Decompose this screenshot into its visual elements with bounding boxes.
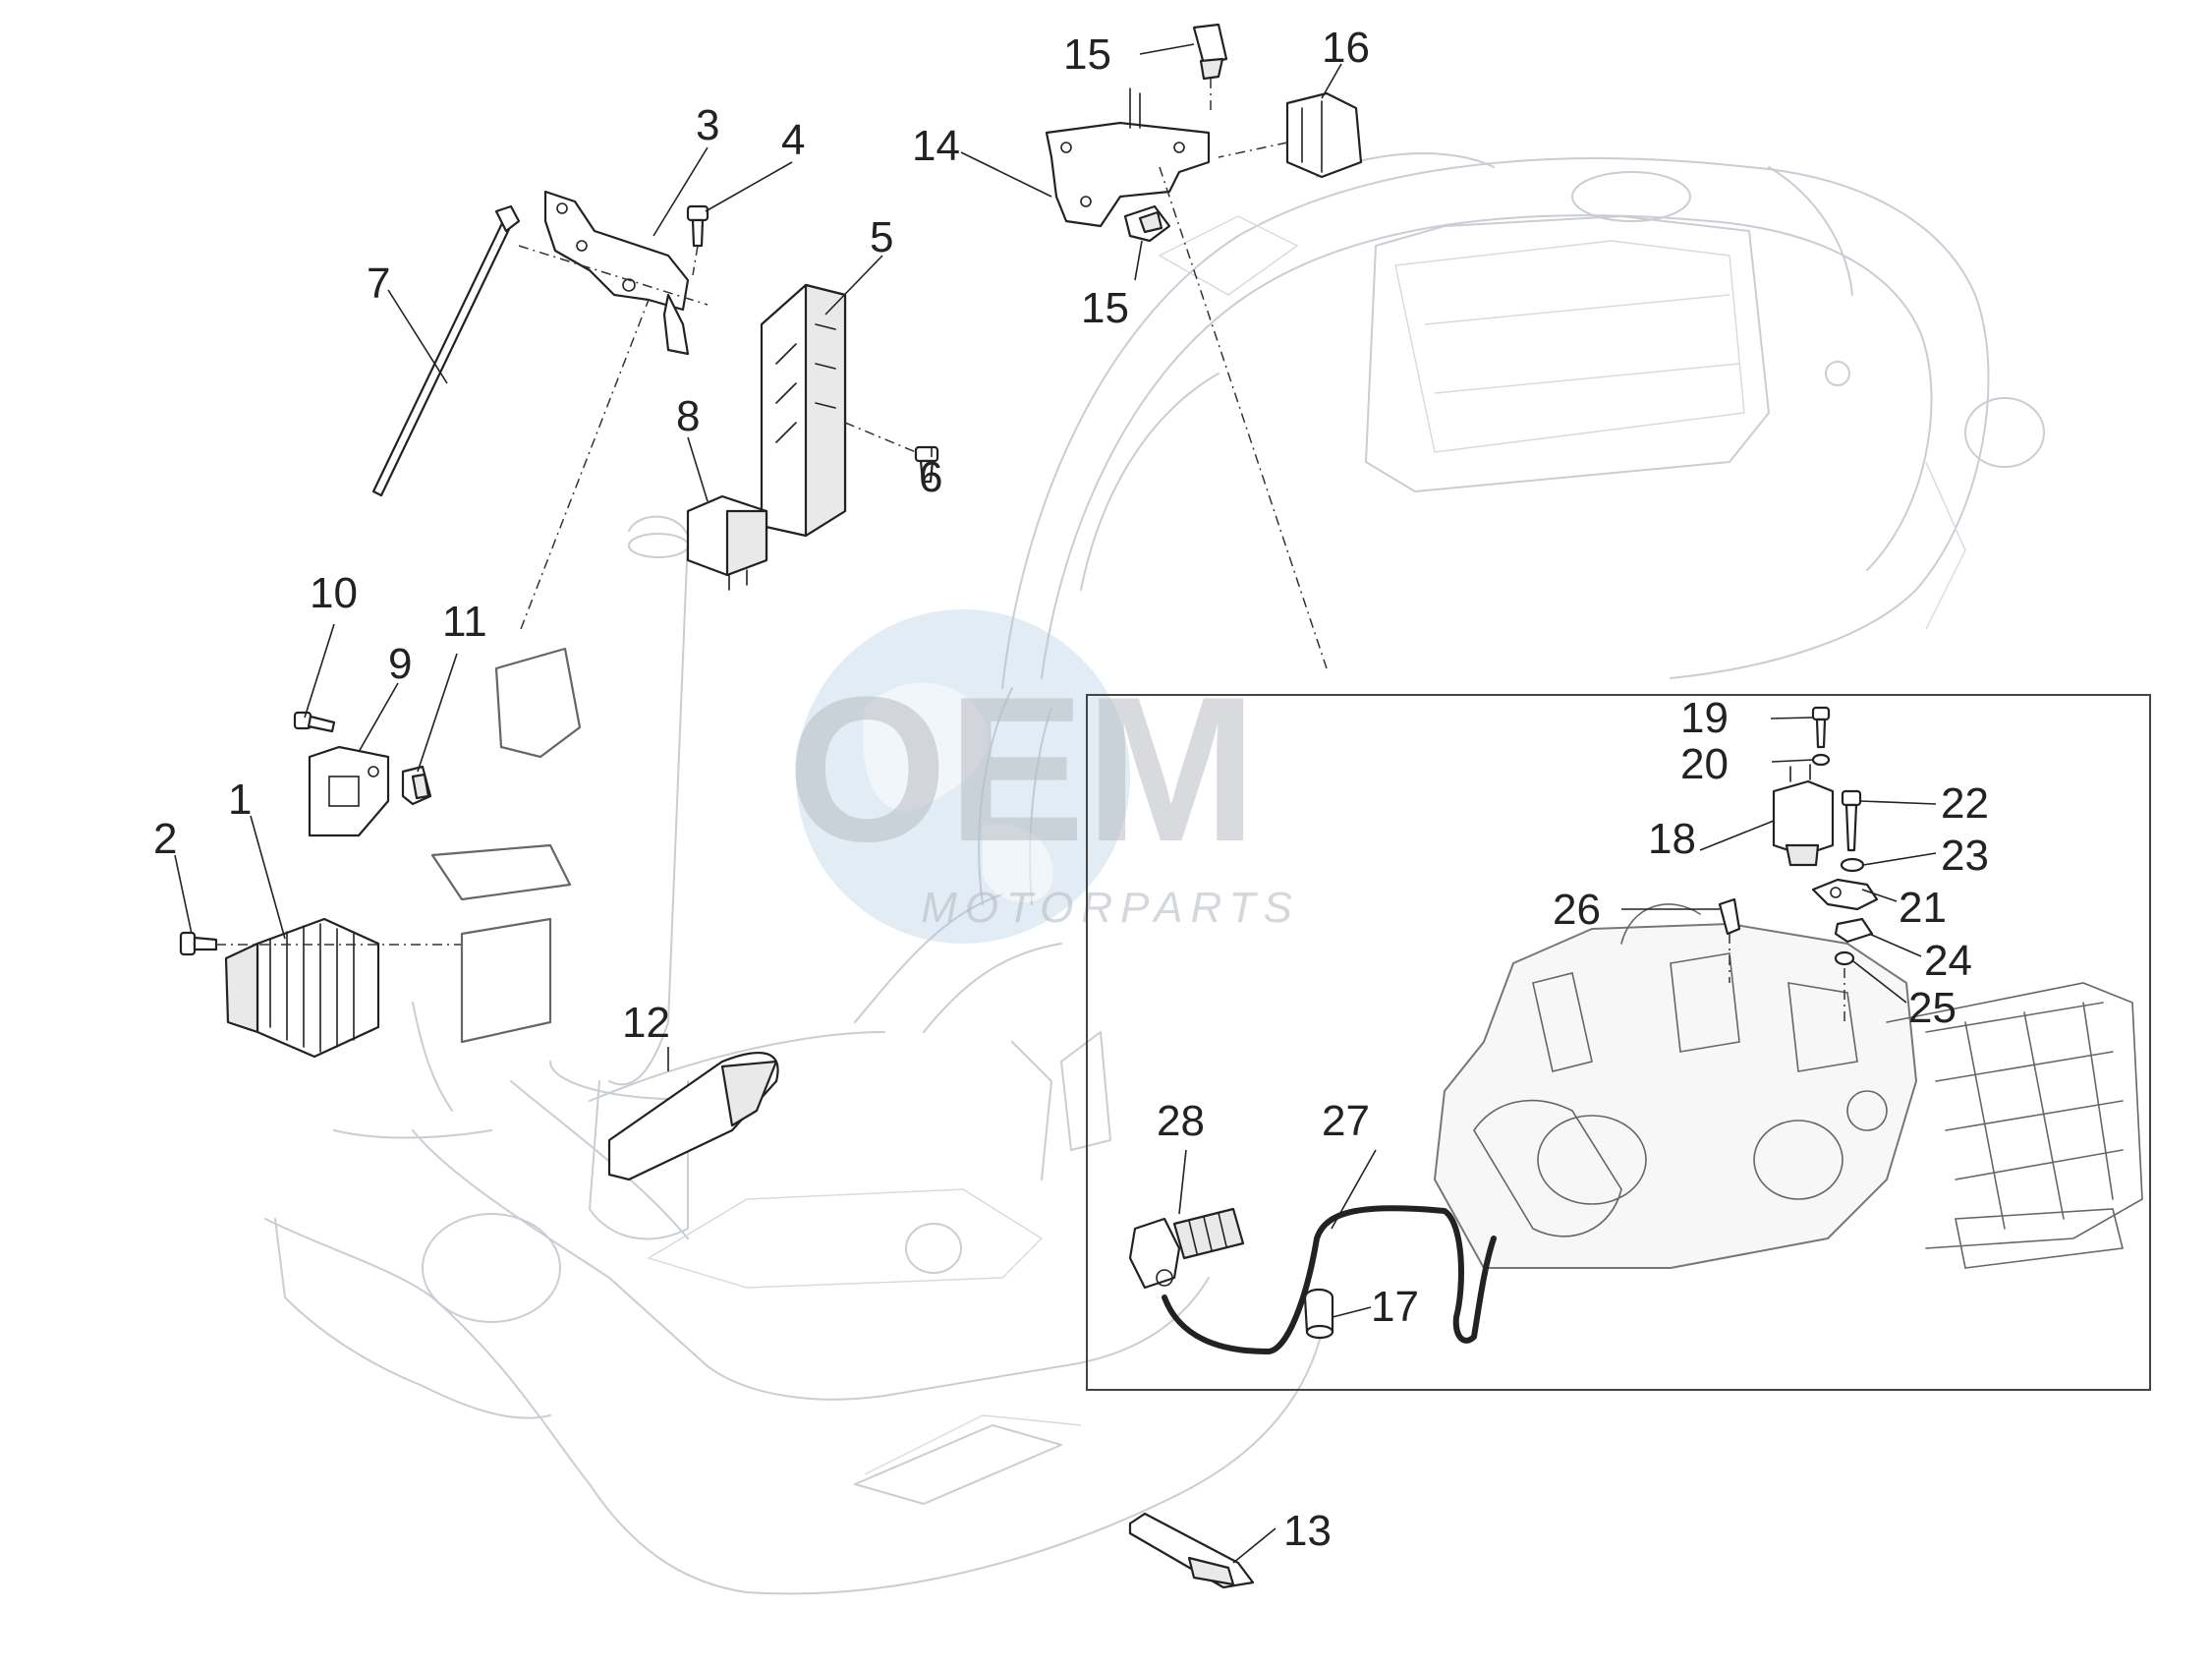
oem-motorparts-watermark: OEM MOTORPARTS bbox=[787, 609, 1300, 944]
callout-23: 23 bbox=[1941, 832, 1989, 880]
callout-19: 19 bbox=[1680, 694, 1729, 742]
callout-28: 28 bbox=[1157, 1097, 1205, 1145]
leader-lines bbox=[174, 43, 1937, 1564]
part-5-control-unit bbox=[760, 283, 847, 538]
callout-16: 16 bbox=[1322, 24, 1370, 72]
watermark-sub: MOTORPARTS bbox=[921, 884, 1300, 932]
part-8-relay bbox=[686, 494, 768, 591]
part-9-mounting-plate bbox=[308, 745, 390, 837]
callout-4: 4 bbox=[781, 116, 805, 164]
callout-18: 18 bbox=[1648, 815, 1696, 863]
part-15-connector-top bbox=[1192, 23, 1228, 113]
callout-1: 1 bbox=[228, 776, 252, 824]
callout-20: 20 bbox=[1680, 740, 1729, 788]
callout-14: 14 bbox=[912, 122, 960, 170]
callout-13: 13 bbox=[1283, 1507, 1332, 1555]
detail-inset-frame bbox=[1086, 694, 2151, 1391]
part-25-spacer bbox=[1834, 950, 1855, 1022]
part-3-bracket bbox=[543, 190, 690, 356]
part-15-connector-bottom bbox=[1123, 204, 1171, 243]
part-16-connector-housing bbox=[1218, 91, 1363, 179]
column-bracket bbox=[430, 299, 650, 1044]
callout-2: 2 bbox=[153, 815, 177, 863]
scooter-frame-outline bbox=[264, 152, 2045, 1595]
part-10-screw bbox=[293, 711, 336, 733]
part-24-nut bbox=[1834, 917, 1874, 944]
callout-24: 24 bbox=[1924, 937, 1972, 985]
part-1-voltage-regulator bbox=[224, 917, 380, 1059]
callout-labels: 1 2 3 4 5 6 7 8 9 10 11 12 13 14 15 15 1… bbox=[153, 24, 1989, 1555]
callout-22: 22 bbox=[1941, 779, 1989, 828]
part-13-clamp bbox=[1128, 1512, 1255, 1589]
callout-3: 3 bbox=[696, 101, 719, 149]
part-27-cable bbox=[1162, 1205, 1497, 1354]
callout-26: 26 bbox=[1553, 886, 1601, 934]
part-4-screw bbox=[686, 204, 709, 276]
part-7-cable-tie bbox=[371, 204, 709, 497]
callout-11: 11 bbox=[442, 598, 487, 646]
callout-27: 27 bbox=[1322, 1097, 1370, 1145]
watermark-brand: OEM bbox=[787, 654, 1257, 885]
part-12-clamp bbox=[607, 1051, 779, 1181]
callout-15-top: 15 bbox=[1063, 30, 1111, 79]
part-2-screw bbox=[179, 931, 462, 956]
callout-15-bottom: 15 bbox=[1081, 284, 1129, 332]
part-11-clip bbox=[401, 765, 432, 806]
part-21-lever bbox=[1811, 878, 1879, 911]
part-26-clip bbox=[1718, 897, 1741, 983]
callout-12: 12 bbox=[622, 999, 670, 1047]
part-22-screw bbox=[1841, 789, 1862, 852]
callout-5: 5 bbox=[870, 213, 893, 261]
callout-25: 25 bbox=[1908, 984, 1957, 1032]
callout-7: 7 bbox=[367, 259, 390, 308]
part-14-bracket bbox=[1045, 87, 1328, 669]
part-18-switch bbox=[1772, 764, 1835, 867]
part-28-sensor bbox=[1128, 1207, 1245, 1290]
part-23-washer bbox=[1840, 857, 1865, 873]
callout-21: 21 bbox=[1899, 884, 1947, 932]
part-17-grommet bbox=[1303, 1288, 1334, 1340]
part-19-screw bbox=[1811, 706, 1831, 749]
part-20-washer bbox=[1811, 753, 1831, 767]
callout-17: 17 bbox=[1371, 1283, 1419, 1331]
callout-9: 9 bbox=[388, 640, 412, 688]
engine-assembly bbox=[1434, 903, 2143, 1269]
callout-10: 10 bbox=[310, 569, 358, 617]
callout-6: 6 bbox=[919, 453, 942, 501]
callout-8: 8 bbox=[676, 392, 700, 440]
